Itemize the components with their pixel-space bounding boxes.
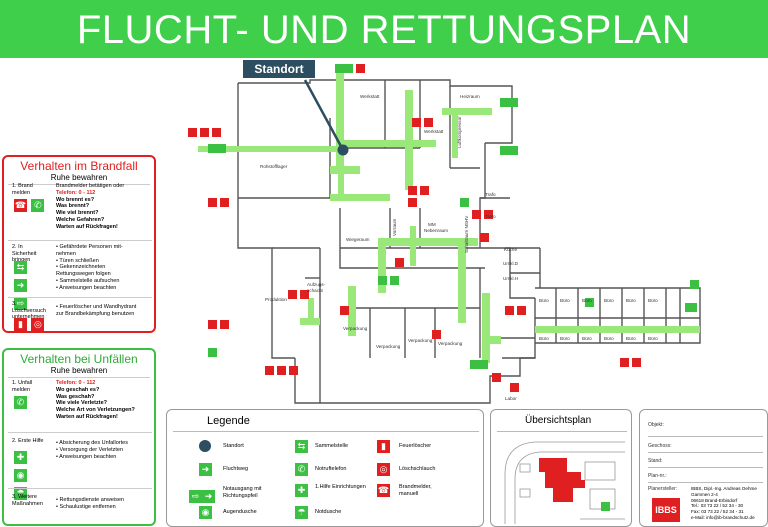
overview-title: Übersichtsplan	[525, 415, 592, 426]
svg-text:Werkstatt: Werkstatt	[424, 129, 444, 134]
svg-text:Labor: Labor	[505, 396, 517, 401]
direction-arrow-icon: ➜	[202, 490, 215, 503]
standort-icon	[199, 440, 211, 452]
first-aid-icon: ✚	[14, 451, 27, 464]
fire-hose-icon: ◎	[31, 318, 45, 331]
svg-text:Büro: Büro	[626, 336, 636, 341]
unfaelle-title: Verhalten bei Unfällen	[20, 352, 138, 366]
fire-extinguisher-icon: ▮	[377, 440, 390, 453]
company-info: IBBS, Dipl.-Ing. Andreas Oehme Gammen 2-…	[691, 486, 757, 520]
unfaelle-step-2-label: 2. Erste Hilfe	[12, 438, 44, 444]
emergency-phone-icon: ✆	[31, 199, 45, 212]
plan-title-banner: FLUCHT- UND RETTUNGSPLAN	[0, 0, 768, 58]
svg-text:Werkstatt: Werkstatt	[360, 94, 380, 99]
svg-text:Verpackung: Verpackung	[408, 338, 433, 343]
form-company-label: Planersteller:	[648, 486, 678, 492]
svg-text:Büro: Büro	[539, 298, 549, 303]
legend-panel: Legende Standort ➜ Fluchtweg ⇨➜ Notausga…	[166, 409, 484, 527]
fire-extinguisher-icon: ▮	[14, 318, 27, 331]
escape-route-icon: ➜	[199, 463, 212, 476]
emergency-shower-icon: ☂	[295, 506, 308, 519]
emergency-phone-icon: ✆	[14, 396, 27, 409]
form-field-stand: Stand:	[648, 458, 663, 464]
svg-text:Verpackung: Verpackung	[438, 341, 463, 346]
svg-text:Büro: Büro	[560, 298, 570, 303]
emergency-exit-icon: ⇨	[189, 490, 202, 503]
svg-text:MM: MM	[428, 222, 436, 227]
svg-text:Büro: Büro	[582, 298, 592, 303]
fire-alarm-icon: ☎	[377, 484, 390, 497]
svg-text:Aufzugs-: Aufzugs-	[307, 282, 326, 287]
standort-label: Standort	[243, 60, 315, 78]
svg-text:Umkl.D: Umkl.D	[503, 261, 519, 266]
svg-text:Büro: Büro	[648, 298, 658, 303]
svg-text:Büro: Büro	[582, 336, 592, 341]
brandfall-step-3-label: 3. Löschversuch unternehmen	[12, 301, 46, 320]
overview-panel: Übersichtsplan	[490, 409, 632, 527]
brandfall-title: Verhalten im Brandfall	[20, 159, 138, 173]
svg-text:Trafo: Trafo	[485, 192, 496, 197]
svg-text:Büro: Büro	[604, 336, 614, 341]
unfaelle-subtitle: Ruhe bewahren	[50, 366, 108, 375]
svg-text:Rohstofflager: Rohstofflager	[260, 164, 288, 169]
svg-text:schacht: schacht	[307, 288, 324, 293]
legend-title: Legende	[207, 415, 250, 427]
brandfall-subtitle: Ruhe bewahren	[50, 173, 108, 182]
emergency-phone-icon: ✆	[295, 463, 308, 476]
svg-text:Verpackung: Verpackung	[376, 344, 401, 349]
svg-text:Nebenraum: Nebenraum	[424, 228, 448, 233]
emergency-shower-icon: ☂	[14, 487, 27, 500]
svg-text:Büro: Büro	[560, 336, 570, 341]
svg-text:Wiegeraum: Wiegeraum	[346, 237, 370, 242]
assembly-point-icon: ⇆	[295, 440, 308, 453]
svg-text:Heizraum: Heizraum	[460, 94, 480, 99]
svg-text:Büro: Büro	[539, 336, 549, 341]
svg-text:Büro: Büro	[626, 298, 636, 303]
unfaelle-panel: Verhalten bei Unfällen Ruhe bewahren 1. …	[2, 348, 156, 526]
svg-text:Schaltraum NSHV: Schaltraum NSHV	[464, 215, 469, 253]
unfaelle-step-3-label: 3. Weitere Maßnahmen	[12, 494, 43, 507]
title-block: Objekt: Geschoss: Stand: Plan-nr.: Plane…	[639, 409, 768, 527]
eye-wash-icon: ◉	[199, 506, 212, 519]
unfaelle-step-1-label: 1. Unfall melden	[12, 380, 33, 393]
standort-marker	[337, 144, 349, 156]
eye-wash-icon: ◉	[14, 469, 27, 482]
form-field-plan-nr: Plan-nr.:	[648, 473, 667, 479]
svg-text:Küche: Küche	[504, 247, 517, 252]
assembly-point-icon: ⇆	[14, 261, 27, 274]
svg-text:Vorraum: Vorraum	[392, 218, 397, 236]
svg-text:Trafo: Trafo	[485, 214, 496, 219]
company-logo: IBBS	[652, 498, 680, 522]
svg-text:Büro: Büro	[648, 336, 658, 341]
svg-text:Luftkompressor: Luftkompressor	[457, 116, 462, 148]
svg-text:Verpackung: Verpackung	[343, 326, 368, 331]
overview-assembly-point-icon	[601, 502, 610, 511]
svg-text:Büro: Büro	[604, 298, 614, 303]
brandfall-step-2-label: 2. In Sicherheit bringen	[12, 244, 37, 263]
plan-title: FLUCHT- UND RETTUNGSPLAN	[76, 8, 692, 52]
floor-plan: Werkstatt Heizraum Werkstatt Rohstofflag…	[188, 64, 701, 404]
brandfall-step-1-label: 1. Brand melden	[12, 183, 33, 196]
first-aid-icon: ✚	[295, 484, 308, 497]
overview-map	[504, 441, 625, 524]
emergency-exit-icon: ⇨	[14, 297, 27, 310]
svg-text:Umkl.H: Umkl.H	[503, 276, 518, 281]
form-field-objekt: Objekt:	[648, 422, 664, 428]
brandfall-panel: Verhalten im Brandfall Ruhe bewahren 1. …	[2, 155, 156, 333]
exit-arrow-icon: ➜	[14, 279, 27, 292]
fire-hose-icon: ◎	[377, 463, 390, 476]
form-field-geschoss: Geschoss:	[648, 443, 672, 449]
svg-text:Produktion: Produktion	[265, 297, 287, 302]
fire-alarm-icon: ☎	[14, 199, 27, 212]
